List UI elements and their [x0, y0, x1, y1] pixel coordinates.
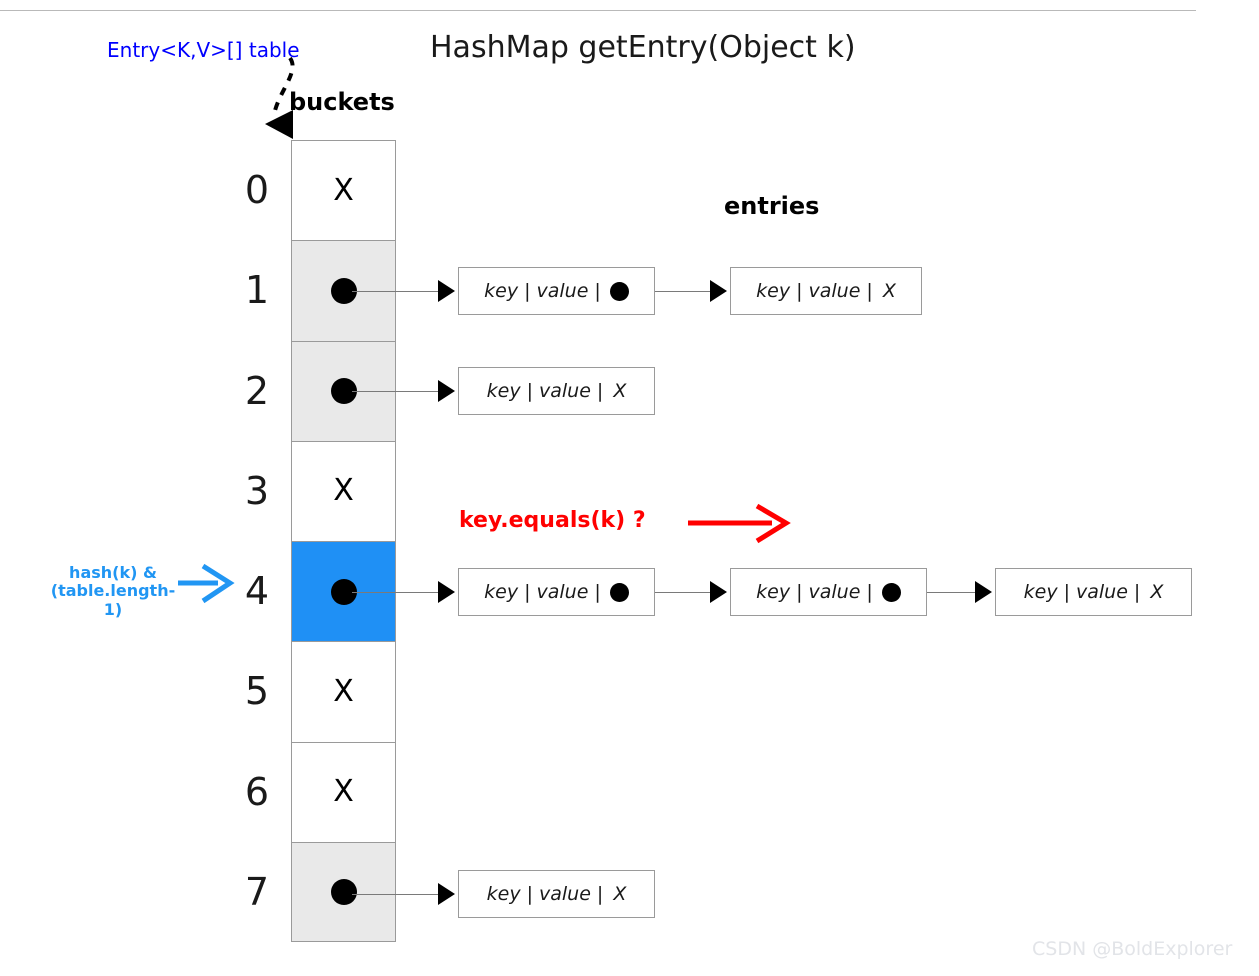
entry-key: key [484, 280, 519, 302]
entry-value: value [1076, 581, 1128, 603]
connector-line [352, 894, 438, 895]
entry-value: value [536, 581, 589, 603]
entry-separator: | [526, 883, 533, 905]
entry-value: value [539, 380, 591, 402]
bucket-index-6: 6 [244, 769, 270, 814]
entry-separator: | [866, 581, 873, 603]
entry-separator: | [596, 380, 604, 402]
bucket-cell-3[interactable]: X [291, 440, 396, 541]
connector-line [352, 391, 438, 392]
bucket-index-1: 1 [244, 268, 270, 313]
table-type-label: Entry<K,V>[] table [107, 38, 300, 62]
entry-separator: | [796, 280, 803, 302]
entry-node-4-0[interactable]: key | value | [458, 568, 655, 616]
entry-separator: | [526, 380, 533, 402]
entry-separator: | [594, 280, 601, 302]
entry-separator: | [1063, 581, 1070, 603]
arrow-head-icon [710, 280, 727, 302]
entry-separator: | [796, 581, 803, 603]
entry-key: key [484, 581, 519, 603]
null-marker-icon: X [333, 774, 354, 810]
entry-node-1-1[interactable]: key | value | X [730, 267, 922, 315]
arrow-head-icon [975, 581, 992, 603]
top-divider [0, 10, 1196, 11]
entry-separator: | [524, 280, 531, 302]
bucket-cell-0[interactable]: X [291, 140, 396, 241]
bucket-cell-6[interactable]: X [291, 741, 396, 842]
entry-node-2-0[interactable]: key | value | X [458, 367, 655, 415]
bucket-index-5: 5 [244, 669, 270, 714]
connector-line [352, 592, 438, 593]
bucket-cell-4[interactable] [291, 541, 396, 642]
arrow-head-icon [438, 883, 455, 905]
entry-node-4-1[interactable]: key | value | [730, 568, 927, 616]
page-title: HashMap getEntry(Object k) [430, 30, 856, 65]
entry-node-1-0[interactable]: key | value | [458, 267, 655, 315]
bucket-index-0: 0 [244, 168, 270, 213]
buckets-label: buckets [289, 88, 395, 116]
entry-key: key [756, 581, 791, 603]
next-pointer-dot-icon [609, 281, 629, 301]
connector-line [655, 592, 710, 593]
key-equals-label: key.equals(k) ? [459, 508, 646, 533]
entry-value: value [808, 280, 861, 302]
entry-separator: | [524, 581, 531, 603]
null-next-marker-icon: X [613, 883, 627, 905]
bucket-index-3: 3 [244, 468, 270, 513]
null-marker-icon: X [333, 172, 354, 208]
bucket-index-column: 0 1 2 3 4 5 6 7 [232, 140, 282, 942]
pointer-dot-icon [330, 878, 357, 905]
hash-arrow-icon [178, 563, 235, 604]
null-next-marker-icon: X [1150, 581, 1164, 603]
entry-separator: | [1133, 581, 1141, 603]
entry-key: key [1023, 581, 1058, 603]
equals-arrow-icon [688, 503, 791, 544]
entries-label: entries [724, 192, 820, 220]
hash-function-label: hash(k) & (table.length-1) [50, 563, 176, 619]
entry-separator: | [866, 280, 873, 302]
next-pointer-dot-icon [609, 582, 629, 602]
entry-node-4-2[interactable]: key | value | X [995, 568, 1192, 616]
entry-separator: | [594, 581, 601, 603]
bucket-cell-1[interactable] [291, 240, 396, 341]
pointer-dot-icon [330, 578, 357, 605]
arrow-head-icon [438, 380, 455, 402]
null-marker-icon: X [333, 473, 354, 509]
bucket-cell-5[interactable]: X [291, 641, 396, 742]
arrow-head-icon [710, 581, 727, 603]
connector-line [352, 291, 438, 292]
entry-key: key [486, 883, 521, 905]
entry-value: value [808, 581, 861, 603]
connector-line [655, 291, 710, 292]
entry-key: key [486, 380, 521, 402]
arrow-head-icon [438, 280, 455, 302]
watermark: CSDN @BoldExplorer [1032, 938, 1233, 960]
null-next-marker-icon: X [613, 380, 627, 402]
null-next-marker-icon: X [882, 280, 896, 302]
bucket-index-7: 7 [244, 869, 270, 914]
bucket-array: X X X X [291, 140, 396, 942]
null-marker-icon: X [333, 673, 354, 709]
bucket-cell-7[interactable] [291, 841, 396, 942]
bucket-index-4: 4 [244, 569, 270, 614]
entry-separator: | [596, 883, 604, 905]
connector-line [927, 592, 975, 593]
entry-value: value [536, 280, 589, 302]
entry-value: value [539, 883, 591, 905]
bucket-index-2: 2 [244, 368, 270, 413]
pointer-dot-icon [330, 277, 357, 304]
next-pointer-dot-icon [881, 582, 901, 602]
arrow-head-icon [438, 581, 455, 603]
entry-node-7-0[interactable]: key | value | X [458, 870, 655, 918]
entry-key: key [756, 280, 791, 302]
